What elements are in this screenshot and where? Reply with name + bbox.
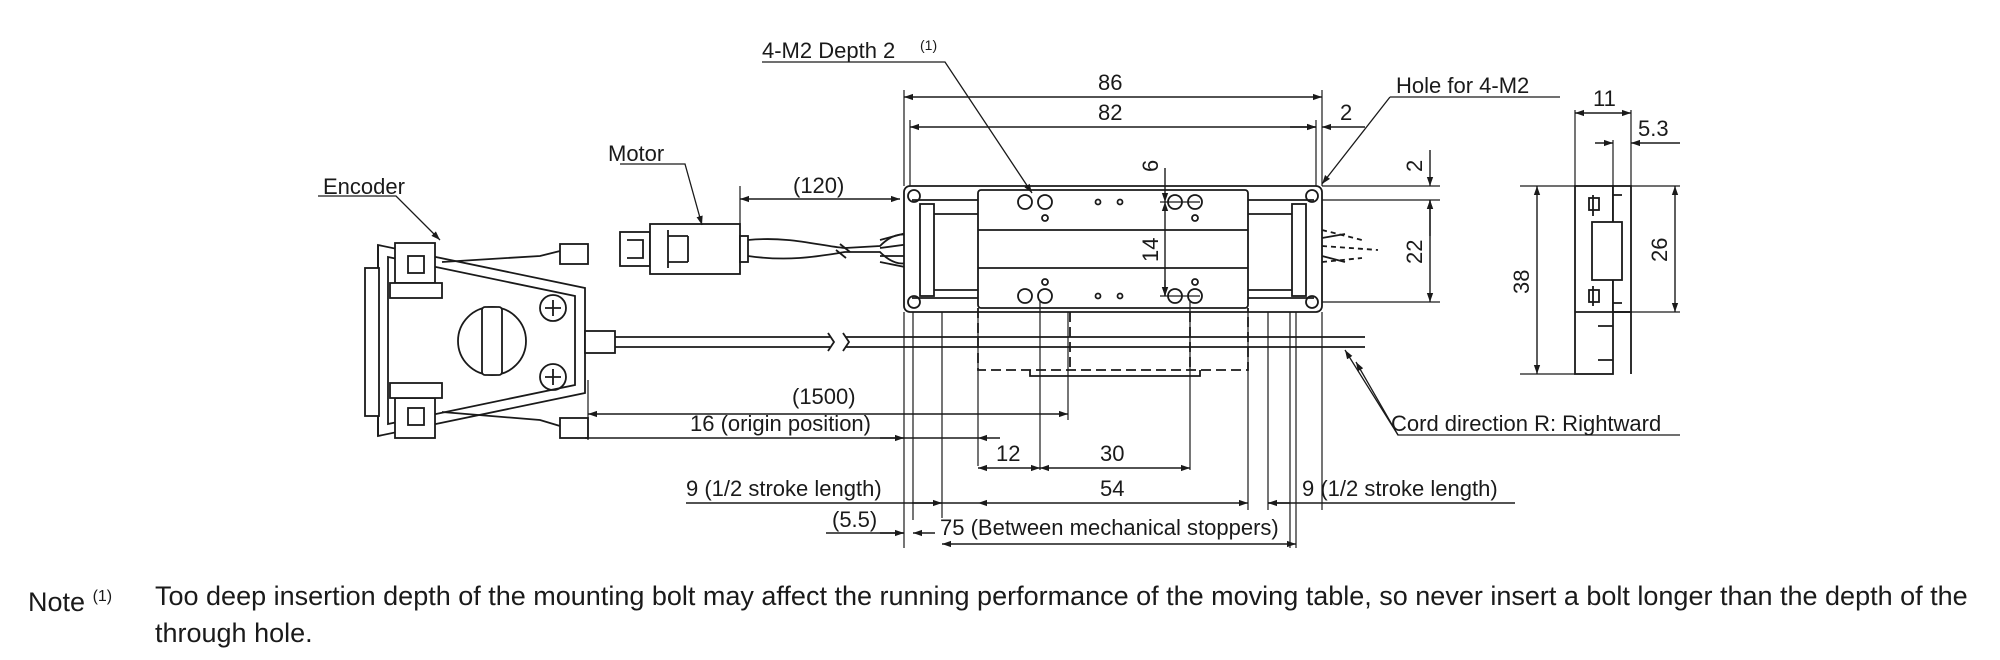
dim-11: 11 bbox=[1593, 86, 1616, 111]
dim-2-top: 2 bbox=[1340, 100, 1352, 125]
m2-depth-ref: (1) bbox=[920, 37, 937, 53]
hole-for-m2-label: Hole for 4-M2 bbox=[1396, 73, 1529, 98]
footnote-head: Note (1) bbox=[28, 578, 112, 621]
dim-82: 82 bbox=[1098, 100, 1122, 125]
dim-86: 86 bbox=[1098, 70, 1122, 95]
note-text: Too deep insertion depth of the mounting… bbox=[155, 581, 1968, 648]
m2-depth-label: 4-M2 Depth 2 bbox=[762, 38, 895, 63]
origin-position-label: 16 (origin position) bbox=[690, 411, 871, 436]
cable-encoder-dim: (1500) bbox=[792, 384, 856, 409]
note-prefix: Note bbox=[28, 587, 86, 617]
dim-2-side: 2 bbox=[1402, 160, 1427, 172]
dim-6: 6 bbox=[1138, 160, 1163, 172]
stage-side-view bbox=[1574, 185, 1632, 375]
cord-direction-label: Cord direction R: Rightward bbox=[1391, 411, 1661, 436]
dim-12: 12 bbox=[996, 441, 1020, 466]
dim-22: 22 bbox=[1402, 240, 1427, 264]
dim-26: 26 bbox=[1647, 238, 1672, 262]
between-stoppers-label: 75 (Between mechanical stoppers) bbox=[940, 515, 1279, 540]
offset-dim: (5.5) bbox=[832, 507, 877, 532]
motor-label: Motor bbox=[608, 141, 664, 166]
dim-54: 54 bbox=[1100, 476, 1124, 501]
cable-motor-dim: (120) bbox=[793, 173, 844, 198]
stage-top-view bbox=[903, 185, 1379, 377]
note-ref: (1) bbox=[92, 588, 113, 605]
dim-14: 14 bbox=[1138, 238, 1163, 262]
encoder-label: Encoder bbox=[323, 174, 405, 199]
dim-30: 30 bbox=[1100, 441, 1124, 466]
half-stroke-left-label: 9 (1/2 stroke length) bbox=[686, 476, 882, 501]
dim-38: 38 bbox=[1509, 270, 1534, 294]
dim-5-3: 5.3 bbox=[1638, 116, 1669, 141]
encoder-connector bbox=[364, 242, 616, 439]
motor-connector bbox=[619, 223, 911, 275]
encoder-cable bbox=[615, 332, 1365, 352]
half-stroke-right-label: 9 (1/2 stroke length) bbox=[1302, 476, 1498, 501]
dimension-drawing: Encoder Motor 4-M2 Depth 2 (1) Hole for … bbox=[318, 37, 1680, 548]
